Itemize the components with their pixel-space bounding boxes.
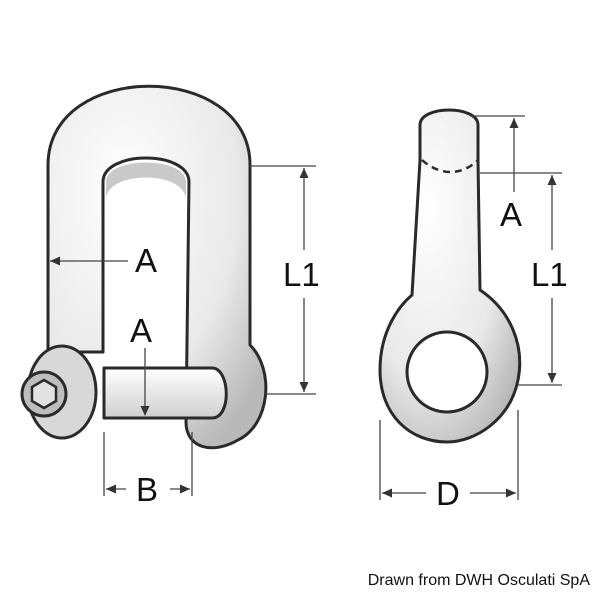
eye-hole: [405, 330, 489, 414]
shackle-body: [46, 84, 268, 450]
d-shackle-front-view: [20, 84, 268, 450]
label-a-left-outer: A: [135, 242, 157, 279]
label-a-right: A: [500, 196, 522, 233]
pin-body: [102, 366, 228, 420]
label-a-left-pin: A: [130, 312, 152, 349]
dimension-a-right: [470, 115, 525, 192]
dimension-d: [379, 410, 519, 500]
dimension-l1-right: [480, 172, 562, 386]
label-l1-left: L1: [283, 256, 320, 293]
hex-socket-icon: [30, 378, 58, 410]
label-b: B: [136, 471, 158, 508]
dimension-b: [103, 432, 193, 496]
shackle-side-view: [378, 108, 522, 444]
label-l1-right: L1: [531, 256, 568, 293]
label-d: D: [436, 475, 460, 512]
dimension-a-left-pin: [140, 348, 150, 416]
shackle-inner-shadow: [106, 162, 186, 200]
credit-text: Drawn from DWH Osculati SpA: [367, 572, 590, 589]
side-view-hidden-edge: [421, 159, 479, 174]
dimension-l1-left: [250, 165, 316, 395]
dimension-a-left-outer: [50, 256, 128, 266]
